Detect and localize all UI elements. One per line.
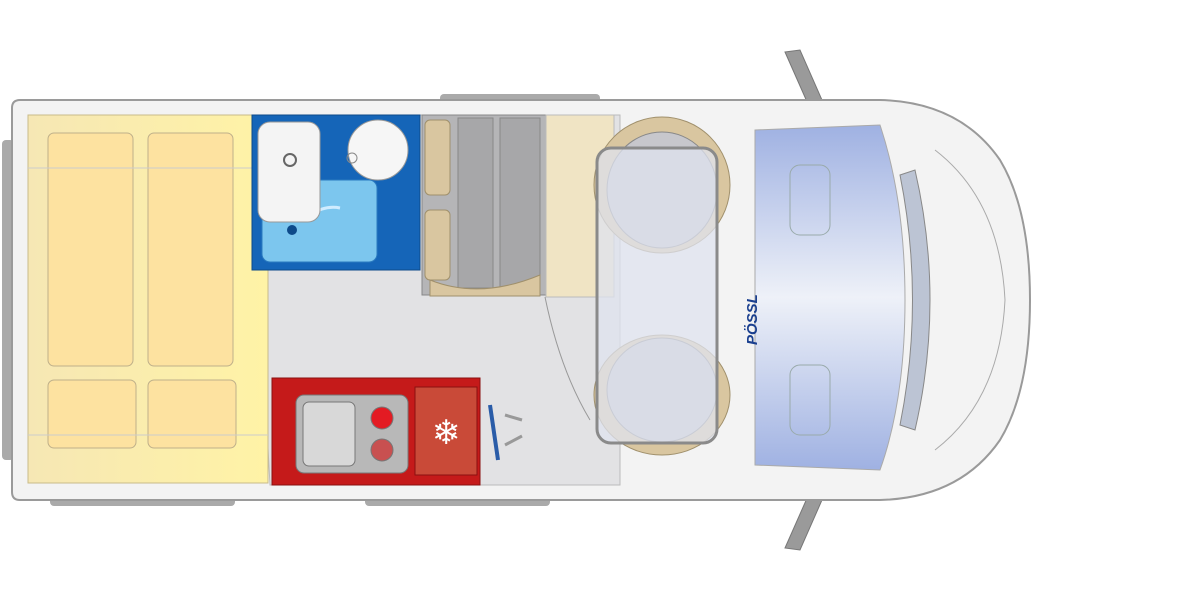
kitchen: ❄ — [271, 377, 481, 486]
cab-seat-left — [789, 164, 831, 236]
bonnet — [934, 149, 1006, 451]
rear-bed — [27, 114, 269, 484]
snowflake-icon: ❄ — [432, 413, 461, 453]
sliding-door-arrows — [488, 404, 523, 461]
cab-dashboard — [754, 124, 906, 471]
left-mirror — [784, 49, 823, 105]
toilet-icon — [347, 119, 409, 181]
bench-seat — [421, 114, 547, 297]
brand-logo: PÖSSL — [744, 294, 761, 345]
fridge — [414, 386, 478, 476]
stove-icon — [370, 406, 394, 430]
right-mirror — [784, 495, 823, 551]
table — [595, 146, 719, 445]
windscreen — [899, 169, 931, 431]
sink-icon — [257, 121, 321, 223]
drain-icon — [287, 225, 297, 235]
cab-seat-right — [789, 364, 831, 436]
bathroom — [251, 114, 421, 271]
